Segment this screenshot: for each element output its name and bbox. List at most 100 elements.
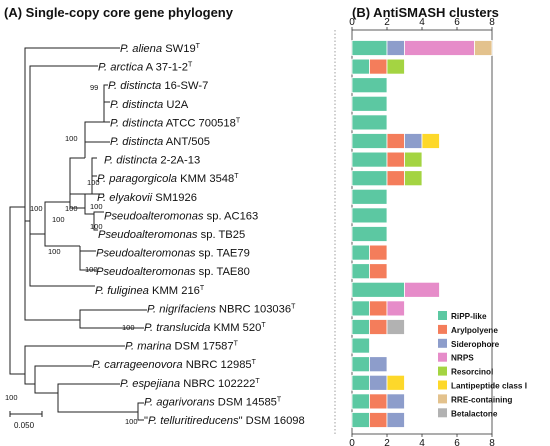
taxon-name: Pseudoalteromonas <box>96 248 196 260</box>
bar-segment <box>369 300 388 317</box>
taxon-strain: KMM 216 <box>149 285 200 297</box>
x-tick-label-top: 4 <box>419 17 425 28</box>
bar-segment <box>386 170 405 187</box>
taxon-prefix: " <box>144 415 148 427</box>
legend-swatch <box>438 380 447 390</box>
legend-swatch <box>438 408 447 418</box>
x-tick-label-top: 6 <box>454 17 460 28</box>
bar-segment <box>369 319 388 335</box>
legend-swatch <box>438 324 447 334</box>
bar-segment <box>351 300 370 317</box>
bar-segment <box>386 319 405 335</box>
bar-segment <box>351 77 388 94</box>
taxon-label: Pseudoalteromonas sp. AC163 <box>104 210 258 222</box>
type-strain-mark: T <box>200 285 205 292</box>
taxon-strain: sp. TAE79 <box>196 248 250 260</box>
legend-label: Betalactone <box>451 409 498 418</box>
bar-segment <box>404 151 423 168</box>
tree-branch <box>24 47 120 321</box>
taxon-name: P. distincta <box>110 117 163 129</box>
bar-segment <box>369 244 388 261</box>
taxon-label: P. distincta ATCC 700518T <box>110 117 241 129</box>
phylogenetic-tree <box>9 47 147 421</box>
bar-segment <box>351 281 405 298</box>
taxon-strain: ANT/505 <box>163 136 210 148</box>
legend-label: NRPS <box>451 354 474 363</box>
tree-branch <box>29 65 98 287</box>
bar-segment <box>386 40 405 56</box>
tree-branch <box>24 345 125 385</box>
bar-segment <box>351 133 388 149</box>
taxon-label: P. distincta 16-SW-7 <box>108 80 208 92</box>
bootstrap-label: 100 <box>87 178 100 187</box>
bootstrap-label: 100 <box>85 265 98 274</box>
x-tick-label-top: 2 <box>384 17 390 28</box>
legend-swatch <box>438 311 447 320</box>
bootstrap-label: 99 <box>90 83 98 92</box>
bar-segment <box>351 207 388 224</box>
bootstrap-label: 100 <box>5 393 18 402</box>
bar-segment <box>404 133 423 149</box>
taxon-name: Pseudoalteromonas <box>98 229 198 241</box>
bar-segment <box>369 58 388 75</box>
taxon-strain: A 37-1-2 <box>143 62 188 74</box>
bootstrap-label: 100 <box>65 134 78 143</box>
x-tick-label-bottom: 2 <box>384 438 390 446</box>
tree-branch <box>34 365 92 394</box>
legend-swatch <box>438 352 447 362</box>
legend-label: Resorcinol <box>451 368 493 377</box>
bar-segment <box>351 226 388 242</box>
taxon-name: P. elyakovii <box>97 192 153 204</box>
bar-segment <box>404 170 423 187</box>
tree-branch <box>9 206 25 375</box>
taxon-name: Pseudoalteromonas <box>104 210 204 222</box>
taxon-strain: 2-2A-13 <box>157 155 200 167</box>
tree-branch <box>84 121 104 158</box>
x-tick-label-bottom: 0 <box>349 438 355 446</box>
type-strain-mark: T <box>234 341 239 348</box>
bar-segment <box>404 40 475 56</box>
taxon-label: "P. telluritireducens" DSM 16098 <box>144 415 305 427</box>
bar-segment <box>351 319 370 335</box>
tree-branch <box>44 201 80 247</box>
legend-swatch <box>438 366 447 376</box>
taxon-label: P. arctica A 37-1-2T <box>98 62 193 74</box>
taxon-strain: NBRC 103036 <box>216 303 291 315</box>
chart-legend: RiPP-likeArylpolyeneSiderophoreNRPSResor… <box>438 311 527 418</box>
legend-label: Lantipeptide class I <box>451 382 527 391</box>
bar-segment <box>351 114 388 131</box>
taxon-name: P. telluritireducens <box>148 415 239 427</box>
taxon-name: Pseudoalteromonas <box>96 266 196 278</box>
bar-segment <box>351 393 370 410</box>
taxon-name: P. distincta <box>104 155 157 167</box>
taxon-name: P. espejiana <box>120 378 180 390</box>
taxon-label: P. fuliginea KMM 216T <box>95 285 205 297</box>
bar-segment <box>351 58 370 75</box>
legend-label: Arylpolyene <box>451 326 498 335</box>
bootstrap-label: 100 <box>125 417 138 426</box>
bar-segment <box>404 281 440 298</box>
taxon-name: P. distincta <box>108 80 161 92</box>
tree-branch <box>103 84 110 123</box>
bootstrap-label: 100 <box>90 222 103 231</box>
bootstrap-label: 100 <box>48 247 61 256</box>
bootstrap-label: 100 <box>122 323 135 332</box>
scale-bar-label: 0.050 <box>14 421 35 430</box>
bar-segment <box>474 40 493 56</box>
taxon-strain: U2A <box>163 99 188 111</box>
taxon-strain: NBRC 102222 <box>180 378 255 390</box>
panel-a-title: (A) Single-copy core gene phylogeny <box>4 5 234 20</box>
x-tick-label-bottom: 4 <box>419 438 425 446</box>
bar-segment <box>351 412 370 428</box>
bar-segment <box>369 393 388 410</box>
x-tick-label-top: 0 <box>349 17 355 28</box>
bar-segment <box>386 374 405 391</box>
bootstrap-values: 99 100 100 100 100 100 100 100 100 100 1… <box>5 83 138 426</box>
tree-branch <box>79 309 147 329</box>
taxon-name: P. distincta <box>110 136 163 148</box>
taxon-label: P. espejiana NBRC 102222T <box>120 378 260 390</box>
bar-segment <box>369 356 388 373</box>
x-tick-label-bottom: 8 <box>489 438 495 446</box>
type-strain-mark: T <box>255 378 260 385</box>
